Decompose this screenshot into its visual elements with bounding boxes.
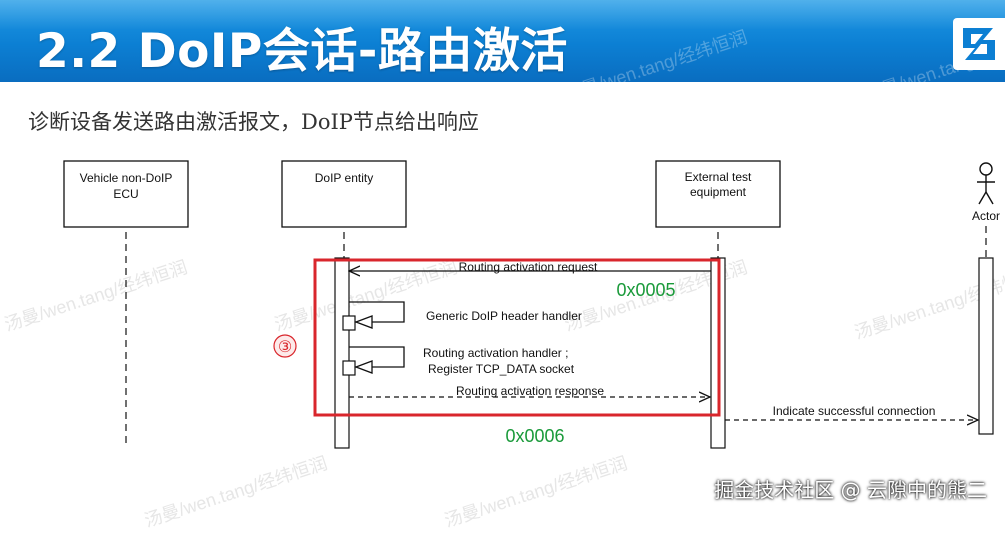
participant-label: Actor [972, 209, 1000, 223]
message-label: Generic DoIP header handler [426, 309, 582, 323]
self-message-arrowhead [354, 315, 373, 329]
message-label: Indicate successful connection [773, 404, 936, 418]
message-label: Routing activation response [456, 384, 604, 398]
code-label: 0x0006 [505, 426, 564, 446]
participant-box-doip-entity [281, 160, 407, 228]
code-label: 0x0005 [616, 280, 675, 300]
activation-bar-actor [978, 257, 994, 435]
page-title: 2.2 DoIP会话-路由激活 [36, 24, 568, 79]
step-marker-label: ③ [278, 337, 292, 356]
participant-box-test-equipment [655, 160, 781, 228]
participant-label: Vehicle non-DoIP [80, 171, 173, 185]
message-label: Register TCP_DATA socket [428, 362, 575, 376]
activation-bar-doip-entity [334, 257, 350, 449]
step-marker: ③ [273, 334, 297, 358]
header-banner: 汤曼/wen.tang/经纬恒润 汤曼/wen.tang/经纬恒润 2.2 Do… [0, 0, 1005, 82]
self-message-arrow [349, 301, 405, 323]
participant-label: ECU [113, 187, 138, 201]
page-subtitle: 诊断设备发送路由激活报文，DoIP节点给出响应 [28, 110, 479, 134]
sequence-diagram: Vehicle non-DoIP ECU DoIP entity Externa… [63, 160, 1000, 449]
message-label: Routing activation request [459, 260, 598, 274]
actor-icon [977, 162, 995, 205]
participant-label: equipment [690, 185, 747, 199]
participant-label: External test [685, 170, 752, 184]
self-message-arrow [349, 346, 405, 368]
self-message-arrowhead [354, 360, 373, 374]
highlight-box [313, 258, 721, 417]
participant-label: DoIP entity [315, 171, 373, 185]
participant-box-ecu [63, 160, 189, 228]
message-label: Routing activation handler ; [423, 346, 568, 360]
footer-attribution: 掘金技术社区 @ 云隙中的熊二 [714, 478, 987, 502]
nested-activation [342, 315, 356, 331]
nested-activation [342, 360, 356, 376]
